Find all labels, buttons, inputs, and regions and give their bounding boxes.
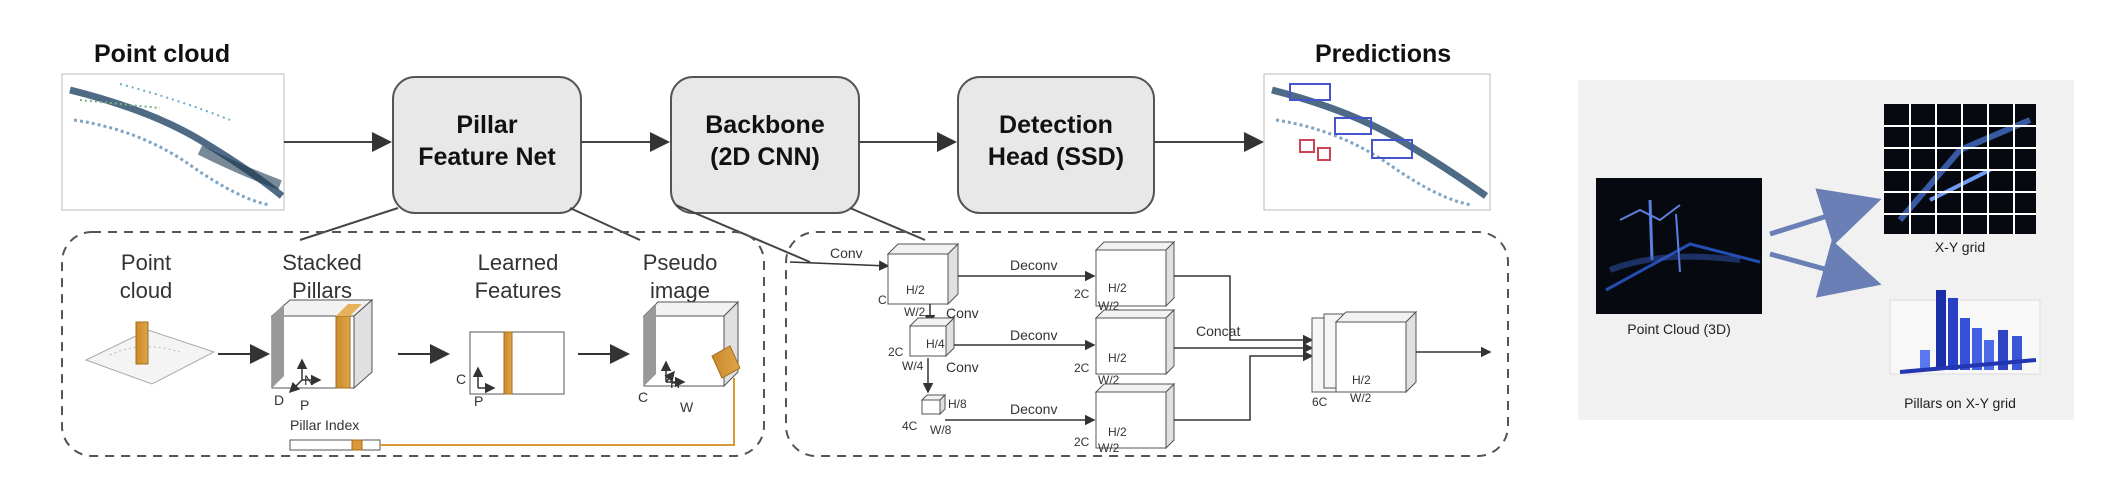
- conv-block-1: [886, 242, 960, 306]
- dim-w2-d: W/2: [1098, 441, 1120, 455]
- pillars-caption: Pillars on X-Y grid: [1904, 395, 2016, 411]
- deconv-block-2: [1094, 308, 1176, 376]
- pseudo-image-cube: [642, 300, 741, 388]
- conv-block-3: [920, 393, 947, 416]
- predictions-title: Predictions: [1315, 40, 1451, 68]
- concat-block: [1311, 310, 1418, 394]
- deconv-label-2: Deconv: [1010, 327, 1057, 343]
- dim-h2-d: H/2: [1108, 425, 1127, 439]
- dim-2c-c: 2C: [1074, 361, 1090, 375]
- conv-label-2: Conv: [946, 305, 979, 321]
- axis-c-learned: C: [456, 371, 466, 387]
- conv-block-2: [908, 316, 956, 358]
- backbone-line2: (2D CNN): [710, 143, 820, 171]
- point-cloud-3d-caption: Point Cloud (3D): [1627, 321, 1731, 337]
- backbone-box[interactable]: Backbone (2D CNN): [670, 76, 860, 214]
- xy-grid-caption: X-Y grid: [1935, 239, 1985, 255]
- step-learned-line2: Features: [475, 278, 562, 303]
- dim-h2-c: H/2: [1108, 351, 1127, 365]
- conv-label-3: Conv: [946, 359, 979, 375]
- axis-d: D: [274, 392, 284, 408]
- pillars-bar-image: [1889, 290, 2041, 375]
- step-point-cloud-line2: cloud: [120, 278, 173, 303]
- pillar-feature-panel: [61, 231, 765, 457]
- deconv-label-1: Deconv: [1010, 257, 1057, 273]
- point-cloud-thumbnail: [61, 73, 285, 211]
- dim-w4: W/4: [902, 359, 924, 373]
- axis-p-learned: P: [474, 393, 483, 409]
- deconv-label-3: Deconv: [1010, 401, 1057, 417]
- dim-h2-b: H/2: [1108, 281, 1127, 295]
- axis-n: N: [304, 372, 314, 388]
- dim-6c: 6C: [1312, 395, 1328, 409]
- dim-w8: W/8: [930, 423, 952, 437]
- step-stacked-line1: Stacked: [282, 250, 362, 275]
- pillar-feature-net-box[interactable]: Pillar Feature Net: [392, 76, 582, 214]
- pillar-feature-net-line1: Pillar: [456, 111, 517, 139]
- learned-features-grid: [469, 331, 565, 395]
- backbone-line1: Backbone: [705, 111, 825, 139]
- deconv-block-3: [1094, 382, 1176, 450]
- concat-label: Concat: [1196, 323, 1240, 339]
- pillar-index-label: Pillar Index: [290, 417, 359, 433]
- dim-h2-e: H/2: [1352, 373, 1371, 387]
- axis-h-pseudo: H: [670, 375, 680, 391]
- axis-c-pseudo: C: [638, 389, 648, 405]
- xy-grid-image: [1884, 104, 2036, 234]
- predictions-thumbnail: [1263, 73, 1491, 211]
- dim-w2-a: W/2: [904, 305, 926, 319]
- backbone-panel: [785, 231, 1509, 457]
- dim-w2-e: W/2: [1350, 391, 1372, 405]
- step-point-cloud-line1: Point: [121, 250, 171, 275]
- detection-head-line2: Head (SSD): [988, 143, 1124, 171]
- detection-head-box[interactable]: Detection Head (SSD): [957, 76, 1155, 214]
- conv-label-input: Conv: [830, 245, 863, 261]
- pillar-index-bar: [289, 378, 735, 451]
- pillar-feature-net-line2: Feature Net: [418, 143, 556, 171]
- point-cloud-pillar-sketch: [84, 321, 216, 385]
- dim-h8: H/8: [948, 397, 967, 411]
- deconv-block-1: [1094, 240, 1176, 308]
- point-cloud-3d-image: [1596, 178, 1762, 314]
- point-cloud-title: Point cloud: [94, 40, 230, 68]
- axis-w-pseudo: W: [680, 399, 694, 415]
- step-stacked-line2: Pillars: [292, 278, 352, 303]
- dim-c: C: [878, 293, 887, 307]
- step-pseudo-line2: image: [650, 278, 710, 303]
- dim-h2-a: H/2: [906, 283, 925, 297]
- axis-p: P: [300, 397, 309, 413]
- dim-2c-a: 2C: [888, 345, 904, 359]
- stacked-pillars-cube: [270, 298, 374, 394]
- dim-2c-d: 2C: [1074, 435, 1090, 449]
- dim-2c-b: 2C: [1074, 287, 1090, 301]
- detection-head-line1: Detection: [999, 111, 1113, 139]
- step-pseudo-line1: Pseudo: [643, 250, 718, 275]
- step-learned-line1: Learned: [478, 250, 559, 275]
- dim-h4: H/4: [926, 337, 945, 351]
- dim-4c: 4C: [902, 419, 918, 433]
